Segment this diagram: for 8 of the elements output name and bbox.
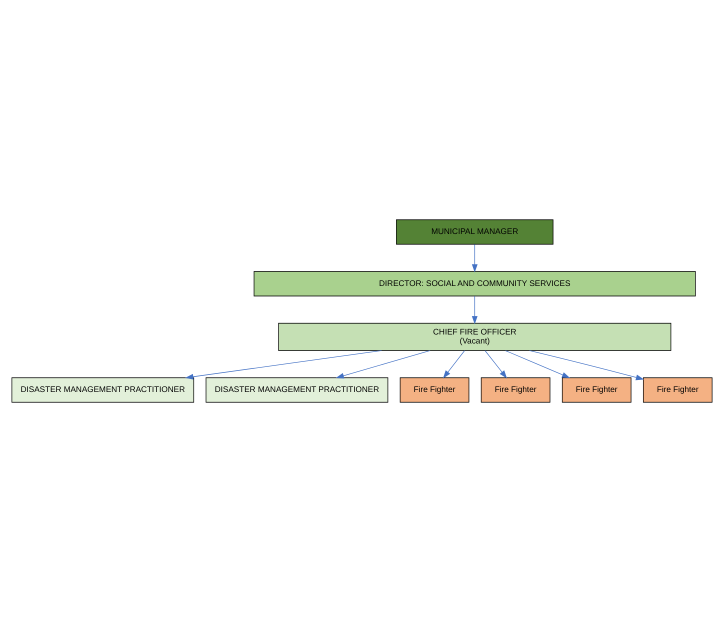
- arrow: [484, 350, 508, 378]
- arrow: [336, 350, 430, 378]
- arrow: [442, 350, 465, 378]
- arrow: [505, 350, 570, 378]
- arrow: [472, 244, 478, 272]
- arrow: [529, 350, 644, 380]
- arrow: [185, 350, 382, 380]
- arrow: [472, 295, 478, 324]
